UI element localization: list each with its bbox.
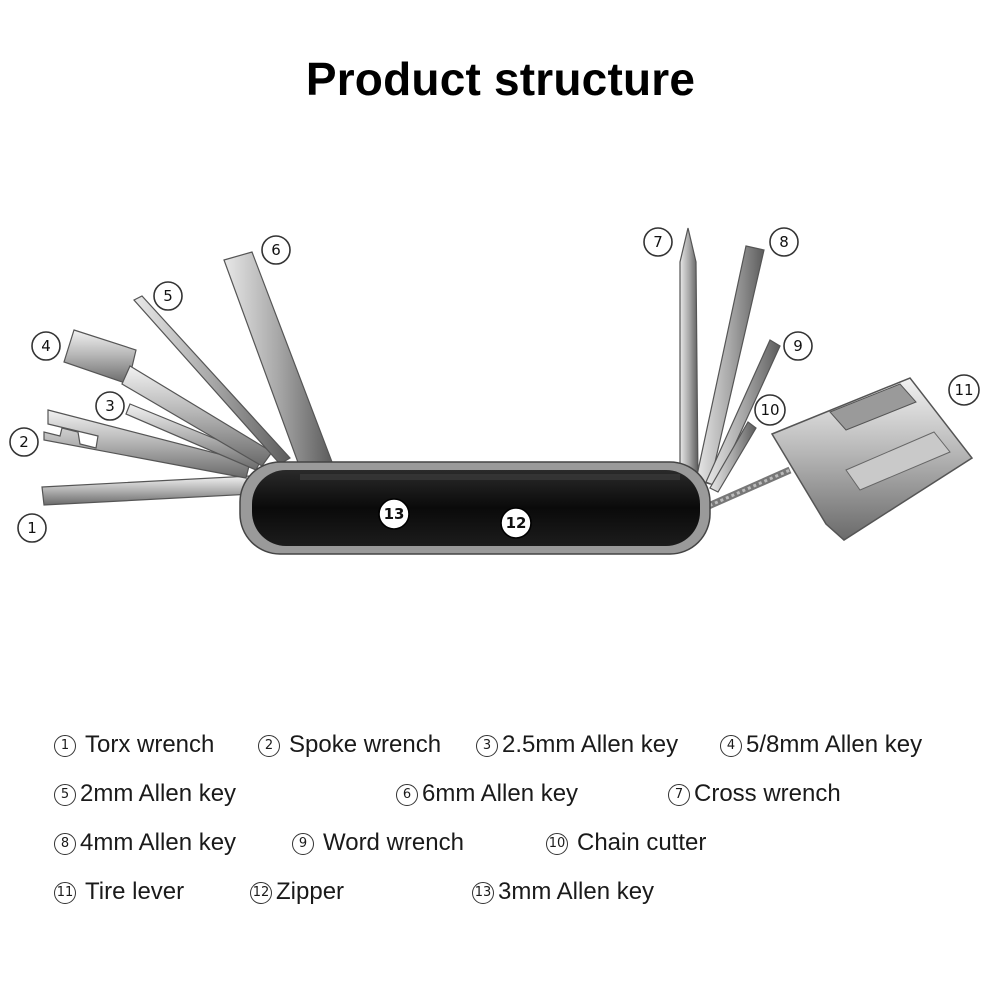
tool-body bbox=[239, 461, 711, 555]
spoke-wrench-bit bbox=[43, 409, 251, 479]
legend-item-9: 9 Word wrench bbox=[292, 829, 464, 857]
svg-text:4: 4 bbox=[41, 337, 51, 355]
legend-label: Chain cutter bbox=[577, 829, 707, 856]
legend-label: Cross wrench bbox=[694, 780, 841, 807]
legend-label: Torx wrench bbox=[85, 731, 215, 758]
legend-label: Zipper bbox=[276, 878, 345, 905]
svg-text:8: 8 bbox=[779, 233, 789, 251]
legend-label: Word wrench bbox=[323, 829, 464, 856]
legend-number: 1 bbox=[54, 735, 76, 757]
legend-item-11: 11 Tire lever bbox=[54, 878, 184, 906]
legend-number: 7 bbox=[668, 784, 690, 806]
legend-label: 2.5mm Allen key bbox=[502, 731, 679, 758]
legend-number: 12 bbox=[250, 882, 272, 904]
svg-text:7: 7 bbox=[653, 233, 663, 251]
legend-number: 3 bbox=[476, 735, 498, 757]
callout-1: 1 bbox=[17, 513, 47, 543]
legend-number: 6 bbox=[396, 784, 418, 806]
svg-text:2: 2 bbox=[19, 433, 29, 451]
multi-tool-illustration: 1 2 3 4 5 6 7 8 9 10 11 13 bbox=[9, 227, 980, 555]
legend-label: Tire lever bbox=[85, 878, 185, 905]
svg-text:11: 11 bbox=[954, 381, 973, 399]
callout-2: 2 bbox=[9, 427, 39, 457]
legend-item-1: 1 Torx wrench bbox=[54, 731, 214, 759]
callout-7: 7 bbox=[643, 227, 673, 257]
callout-6: 6 bbox=[261, 235, 291, 265]
callout-13: 13 bbox=[378, 498, 410, 530]
chain-cutter-tool bbox=[702, 377, 974, 541]
callout-8: 8 bbox=[769, 227, 799, 257]
legend-number: 2 bbox=[258, 735, 280, 757]
callout-10: 10 bbox=[754, 394, 786, 426]
legend-item-10: 10 Chain cutter bbox=[546, 829, 706, 857]
allen-key-5-8mm-bit bbox=[63, 329, 273, 467]
cross-wrench-bit bbox=[679, 227, 699, 481]
svg-text:12: 12 bbox=[506, 514, 527, 532]
chain-cutter-bit bbox=[709, 421, 757, 493]
legend-number: 13 bbox=[472, 882, 494, 904]
legend-number: 10 bbox=[546, 833, 568, 855]
allen-key-2mm-bit bbox=[133, 295, 291, 465]
legend-number: 5 bbox=[54, 784, 76, 806]
legend-number: 8 bbox=[54, 833, 76, 855]
legend-item-2: 2 Spoke wrench bbox=[258, 731, 441, 759]
legend-label: Spoke wrench bbox=[289, 731, 442, 758]
callout-11: 11 bbox=[948, 374, 980, 406]
callout-12: 12 bbox=[500, 507, 532, 539]
svg-text:9: 9 bbox=[793, 337, 803, 355]
callout-5: 5 bbox=[153, 281, 183, 311]
legend-label: 3mm Allen key bbox=[498, 878, 655, 905]
legend-label: 6mm Allen key bbox=[422, 780, 579, 807]
svg-text:3: 3 bbox=[105, 397, 115, 415]
legend-number: 4 bbox=[720, 735, 742, 757]
legend-number: 11 bbox=[54, 882, 76, 904]
svg-text:5: 5 bbox=[163, 287, 173, 305]
callout-9: 9 bbox=[783, 331, 813, 361]
legend-label: 5/8mm Allen key bbox=[746, 731, 923, 758]
legend-number: 9 bbox=[292, 833, 314, 855]
torx-wrench-bit bbox=[41, 475, 255, 506]
svg-text:13: 13 bbox=[384, 505, 405, 523]
svg-text:1: 1 bbox=[27, 519, 37, 537]
page-title: Product structure bbox=[305, 53, 696, 105]
svg-text:10: 10 bbox=[760, 401, 779, 419]
callout-4: 4 bbox=[31, 331, 61, 361]
svg-text:6: 6 bbox=[271, 241, 281, 259]
legend-label: 2mm Allen key bbox=[80, 780, 237, 807]
legend-label: 4mm Allen key bbox=[80, 829, 237, 856]
callout-3: 3 bbox=[95, 391, 125, 421]
